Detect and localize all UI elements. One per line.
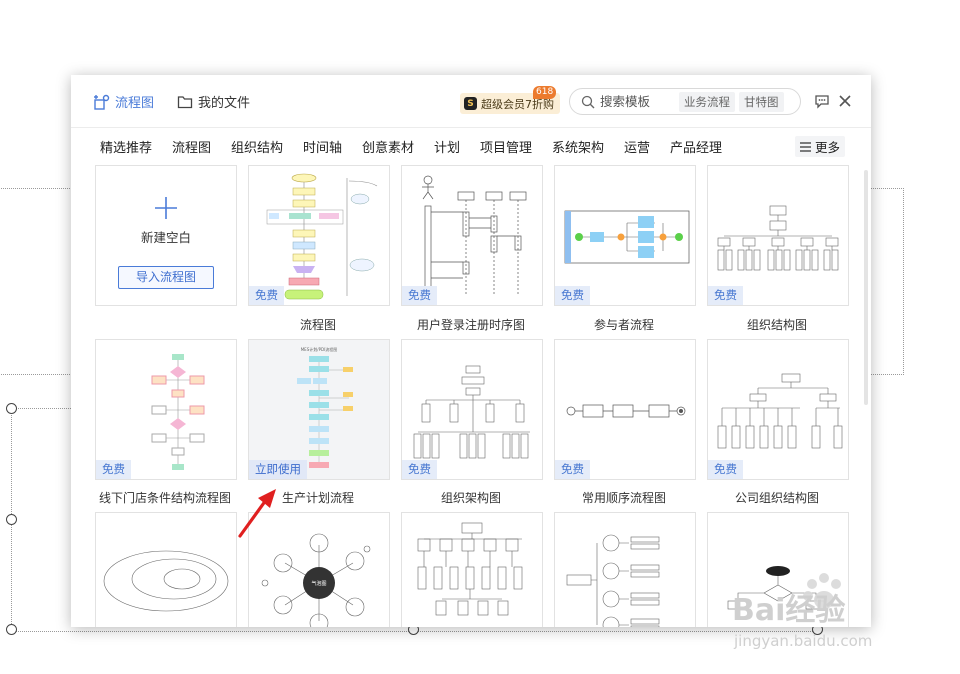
card-title[interactable]: 生产计划流程 <box>281 491 354 505</box>
flowchart-icon <box>94 94 110 110</box>
card-title[interactable]: 线下门店条件结构流程图 <box>98 491 231 505</box>
watermark-brand: Bai经验 <box>732 593 845 628</box>
card-title[interactable]: 组织结构图 <box>746 318 807 332</box>
template-card-ellipse-diagram[interactable] <box>95 512 237 627</box>
badge-free: 免费 <box>708 286 743 305</box>
more-categories-button[interactable]: 更多 <box>795 136 845 157</box>
template-card-org-chart[interactable]: 免费 <box>707 165 849 306</box>
folder-icon <box>177 95 193 108</box>
tab-my-files[interactable]: 我的文件 <box>177 92 250 111</box>
flowchart-thumbnail <box>266 173 378 300</box>
dialog-header: 流程图 我的文件 S 超级会员7折购 618 业务流程 甘特图 <box>71 75 871 128</box>
tab-flowchart[interactable]: 流程图 <box>94 92 154 111</box>
template-card-company-org[interactable]: 免费 <box>707 339 849 480</box>
org-chart-thumbnail <box>717 205 839 271</box>
category-project[interactable]: 项目管理 <box>480 141 533 156</box>
category-bar: 精选推荐 流程图 组织结构 时间轴 创意素材 计划 项目管理 系统架构 运营 产… <box>71 127 871 165</box>
new-blank-card[interactable]: 新建空白 导入流程图 <box>95 165 237 306</box>
category-flowchart[interactable]: 流程图 <box>172 141 212 156</box>
template-card-org-architecture[interactable]: 免费 <box>401 339 543 480</box>
category-org-structure[interactable]: 组织结构 <box>231 141 284 156</box>
badge-free: 免费 <box>708 460 743 479</box>
category-featured[interactable]: 精选推荐 <box>100 141 153 156</box>
bracket-tree-thumbnail <box>566 534 660 627</box>
canvas-handle[interactable] <box>6 403 17 414</box>
card-title[interactable]: 用户登录注册时序图 <box>416 318 525 332</box>
category-system-arch[interactable]: 系统架构 <box>552 141 605 156</box>
tab-flowchart-label: 流程图 <box>115 96 155 111</box>
card-title[interactable]: 公司组织结构图 <box>734 491 819 505</box>
sequence-diagram-thumbnail <box>422 175 527 296</box>
template-card-bubble-chart[interactable]: 气泡图 <box>248 512 390 627</box>
menu-icon <box>799 141 811 152</box>
badge-free: 免费 <box>96 460 131 479</box>
participant-flow-thumbnail <box>564 210 690 264</box>
canvas-handle[interactable] <box>6 514 17 525</box>
template-card-login-sequence[interactable]: 免费 <box>401 165 543 306</box>
import-flowchart-button[interactable]: 导入流程图 <box>118 266 214 289</box>
category-creative[interactable]: 创意素材 <box>362 141 415 156</box>
ellipse-diagram-thumbnail <box>103 550 229 612</box>
badge-free: 免费 <box>555 286 590 305</box>
badge-free: 免费 <box>555 460 590 479</box>
red-arrow-annotation <box>238 489 276 538</box>
search-tag-business-flow[interactable]: 业务流程 <box>679 91 735 112</box>
badge-free: 免费 <box>249 286 284 305</box>
template-card-sequential-flow[interactable]: 免费 <box>554 339 696 480</box>
company-org-thumbnail <box>717 373 843 449</box>
condition-flow-thumbnail <box>151 354 205 470</box>
badge-free: 免费 <box>402 460 437 479</box>
baidu-jingyan-watermark: Bai经验 jingyan.baidu.com <box>732 573 872 650</box>
badge-free: 免费 <box>402 286 437 305</box>
category-plan[interactable]: 计划 <box>434 141 461 156</box>
plus-icon <box>155 197 177 219</box>
category-timeline[interactable]: 时间轴 <box>303 141 343 156</box>
use-now-button[interactable]: 立即使用 <box>249 460 307 479</box>
vip-s-icon: S <box>464 97 477 110</box>
more-label: 更多 <box>814 140 840 155</box>
vip-promo-label: 超级会员7折购 <box>481 97 554 111</box>
tab-my-files-label: 我的文件 <box>198 96 251 111</box>
search-tag-gantt[interactable]: 甘特图 <box>739 91 784 112</box>
production-plan-thumbnail: MES计划/PDI流程图 <box>297 346 353 468</box>
bubble-center-text: 气泡图 <box>311 580 326 587</box>
card-title[interactable]: 参与者流程 <box>593 318 654 332</box>
plan-header-text: MES计划/PDI流程图 <box>301 346 338 352</box>
search-input[interactable] <box>600 94 675 109</box>
card-title[interactable]: 流程图 <box>299 318 336 332</box>
category-product-manager[interactable]: 产品经理 <box>670 141 723 156</box>
bubble-chart-thumbnail: 气泡图 <box>261 533 371 627</box>
vip-618-badge: 618 <box>533 86 557 99</box>
template-card-store-condition-flow[interactable]: 免费 <box>95 339 237 480</box>
card-title[interactable]: 组织架构图 <box>440 491 501 505</box>
new-blank-label: 新建空白 <box>140 230 191 245</box>
template-card-bracket-tree[interactable] <box>554 512 696 627</box>
template-search[interactable]: 业务流程 甘特图 <box>569 88 801 115</box>
scrollbar[interactable] <box>864 170 868 405</box>
org-tree-thumbnail <box>417 522 523 616</box>
category-operations[interactable]: 运营 <box>624 141 651 156</box>
template-card-flowchart[interactable]: 免费 <box>248 165 390 306</box>
close-icon[interactable] <box>837 93 853 109</box>
template-card-production-plan[interactable]: MES计划/PDI流程图 立即使用 <box>248 339 390 480</box>
search-icon <box>581 95 595 108</box>
watermark-url: jingyan.baidu.com <box>733 632 872 650</box>
card-title[interactable]: 常用顺序流程图 <box>581 491 666 505</box>
canvas-handle[interactable] <box>6 624 17 635</box>
org-architecture-thumbnail <box>413 365 530 459</box>
sequential-flow-thumbnail <box>566 404 686 418</box>
comment-icon[interactable] <box>814 93 830 109</box>
template-dialog: 流程图 我的文件 S 超级会员7折购 618 业务流程 甘特图 精选推荐 流程图… <box>71 75 871 627</box>
template-card-participant-flow[interactable]: 免费 <box>554 165 696 306</box>
template-card-org-tree[interactable] <box>401 512 543 627</box>
